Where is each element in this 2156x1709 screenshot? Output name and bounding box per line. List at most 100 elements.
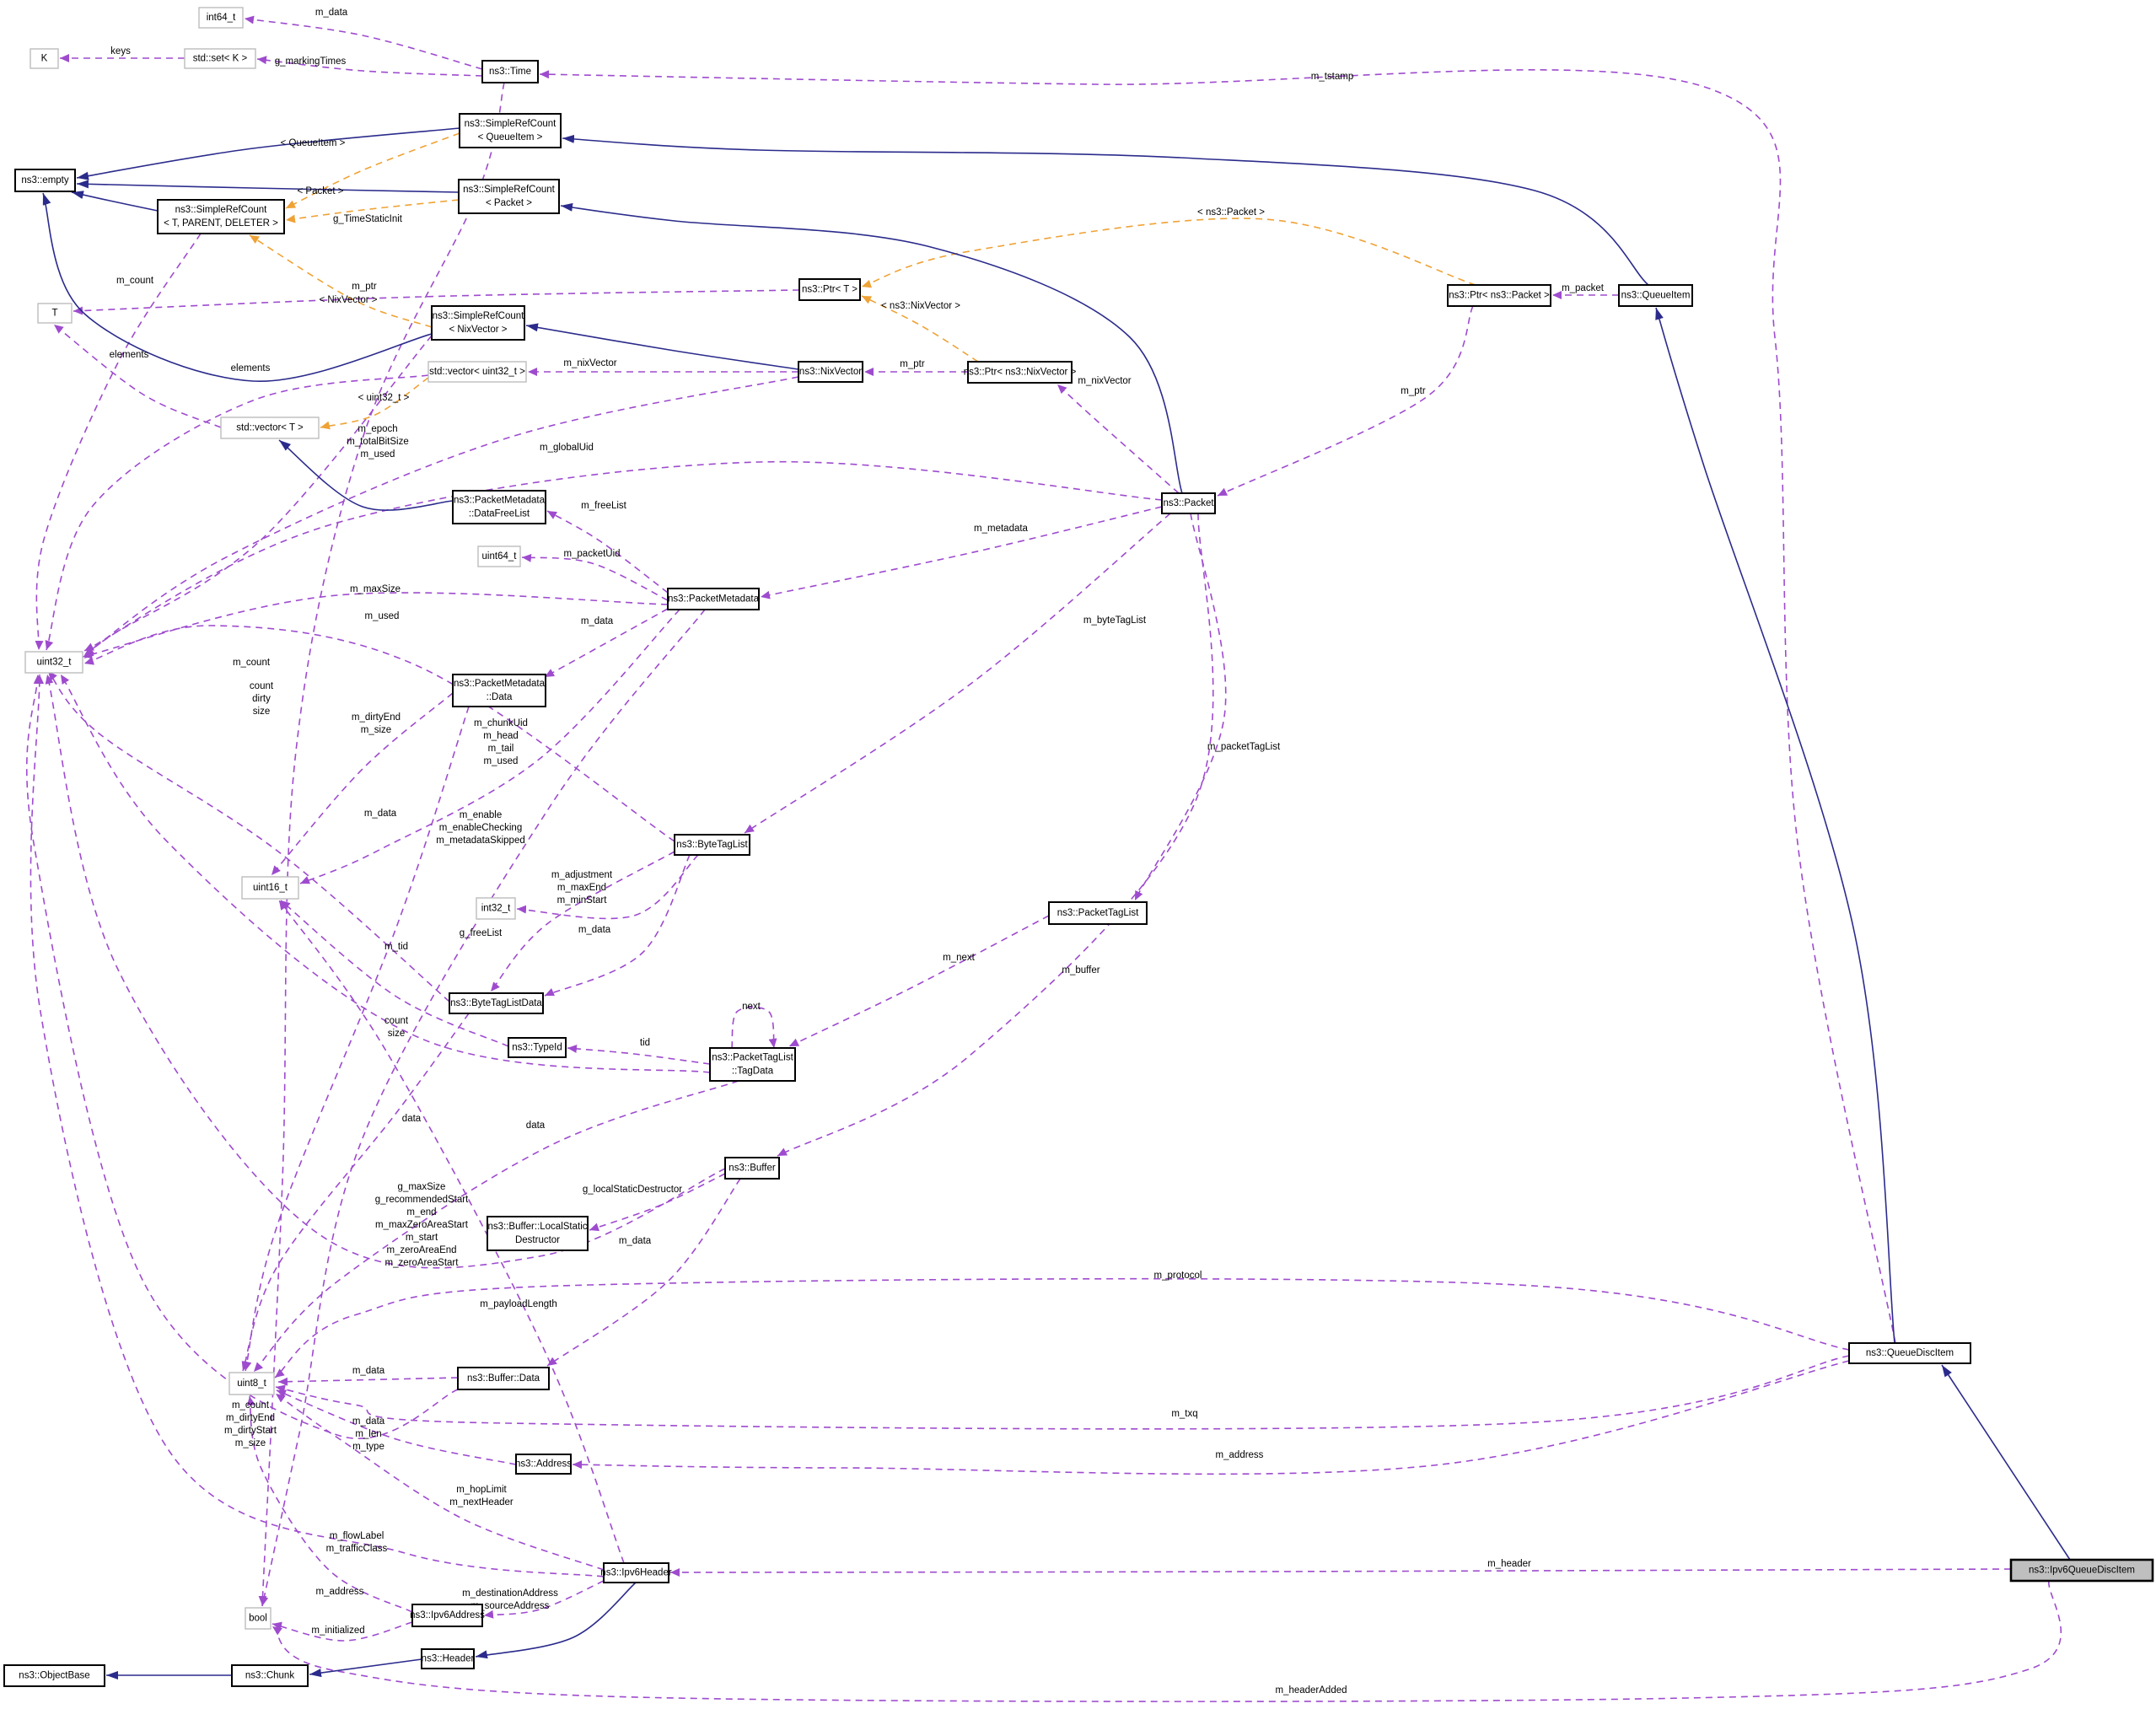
node-label-ptr_packet: ns3::Ptr< ns3::Packet > [1449, 291, 1550, 301]
edge-label-m_data: m_data [581, 616, 614, 626]
node-empty[interactable]: ns3::empty [14, 169, 76, 192]
edge-label-m_data: m_data [578, 925, 611, 935]
node-label-address: ns3::Address [515, 1459, 572, 1470]
node-ipv6queuediscitem[interactable]: ns3::Ipv6QueueDiscItem [2009, 1558, 2154, 1583]
node-packetmetadata[interactable]: ns3::PacketMetadata [667, 588, 760, 610]
node-src_nixvector[interactable]: ns3::SimpleRefCount< NixVector > [431, 305, 525, 341]
node-queuediscitem[interactable]: ns3::QueueDiscItem [1848, 1342, 1971, 1364]
edge-member-packetmetadata-pm_data [544, 608, 669, 678]
node-ptr_nixvector[interactable]: ns3::Ptr< ns3::NixVector > [964, 361, 1077, 384]
node-uint8_t[interactable]: uint8_t [229, 1372, 275, 1395]
node-address[interactable]: ns3::Address [515, 1454, 572, 1475]
node-box-src_packet [458, 179, 560, 214]
node-box-chunk [231, 1664, 309, 1687]
edge-member-pm_data-uint8_t [243, 706, 470, 1372]
node-buffer_data[interactable]: ns3::Buffer::Data [457, 1367, 550, 1390]
edge-label-m_payloadLength: m_payloadLength [480, 1299, 556, 1309]
node-box-src_tpd [157, 199, 285, 234]
node-nixvector[interactable]: ns3::NixVector [798, 361, 863, 383]
node-box-buffer [724, 1157, 780, 1180]
edge-member-ptr_t-t [73, 289, 800, 315]
node-time[interactable]: ns3::Time [481, 60, 539, 83]
node-box-src_queueitem [459, 113, 562, 148]
node-label-vec_t: std::vector< T > [236, 423, 304, 433]
node-uint64_t[interactable]: uint64_t [477, 545, 521, 567]
edge-member-buffer_data-uint8_t [277, 1377, 459, 1386]
node-src_queueitem[interactable]: ns3::SimpleRefCount< QueueItem > [459, 113, 562, 148]
node-chunk[interactable]: ns3::Chunk [231, 1664, 309, 1687]
node-label-nixvector: ns3::NixVector [799, 367, 862, 377]
node-ptr_packet[interactable]: ns3::Ptr< ns3::Packet > [1447, 284, 1551, 307]
node-label-vec_uint32: std::vector< uint32_t > [429, 367, 525, 377]
node-label-bool: bool [249, 1614, 267, 1624]
node-box-datafreelist [452, 490, 546, 524]
node-src_tpd[interactable]: ns3::SimpleRefCount< T, PARENT, DELETER … [157, 199, 285, 234]
node-box-packet [1161, 492, 1216, 514]
node-vec_t[interactable]: std::vector< T > [220, 417, 320, 439]
node-packet[interactable]: ns3::Packet [1161, 492, 1216, 514]
node-k[interactable]: K [30, 48, 59, 69]
node-uint32_t[interactable]: uint32_t [24, 651, 83, 674]
edge-member-ipv6header-uint8_t [275, 1393, 605, 1571]
node-objectbase[interactable]: ns3::ObjectBase [3, 1664, 105, 1687]
node-header[interactable]: ns3::Header [421, 1648, 475, 1669]
node-ptr_t[interactable]: ns3::Ptr< T > [798, 278, 861, 301]
node-label-empty: ns3::empty [21, 175, 68, 185]
node-packettaglist[interactable]: ns3::PacketTagList [1048, 901, 1148, 925]
edge-label-m_tid: m_tid [384, 942, 408, 952]
node-t[interactable]: T [37, 303, 73, 324]
node-bool[interactable]: bool [245, 1607, 272, 1630]
node-pm_data[interactable]: ns3::PacketMetadata::Data [452, 674, 546, 707]
edge-inherit-packet-src_packet [560, 202, 1183, 494]
edge-label-m_address: m_address [1216, 1450, 1264, 1460]
node-int32_t[interactable]: int32_t [476, 897, 516, 920]
node-ipv6header[interactable]: ns3::Ipv6Header [600, 1562, 672, 1583]
edge-inherit-ipv6header-header [475, 1582, 637, 1659]
node-label-time: ns3::Time [489, 67, 531, 77]
node-label-buffer_data: ns3::Buffer::Data [467, 1373, 540, 1384]
edge-label-m_headerAdded: m_headerAdded [1275, 1685, 1347, 1696]
edge-member-packet-uint32_t [83, 460, 1163, 652]
node-ipv6address[interactable]: ns3::Ipv6Address [410, 1604, 485, 1627]
node-vec_uint32[interactable]: std::vector< uint32_t > [427, 361, 527, 383]
node-buffer[interactable]: ns3::Buffer [724, 1157, 780, 1180]
node-bytetaglistdata[interactable]: ns3::ByteTagListData [449, 992, 544, 1014]
node-label-header: ns3::Header [422, 1654, 475, 1664]
node-box-ipv6header [603, 1562, 669, 1583]
edge-label-m_ptr: m_ptr [352, 282, 377, 292]
node-label-k: K [41, 54, 48, 64]
edge-label-< QueueItem >: < QueueItem > [281, 138, 346, 148]
node-label-uint32_t: uint32_t [37, 658, 73, 668]
node-box-uint64_t [477, 545, 521, 567]
node-uint16_t[interactable]: uint16_t [241, 876, 299, 900]
edge-member-packetmetadata-bool [260, 609, 706, 1607]
edge-label-g_localStaticDestructor: g_localStaticDestructor [583, 1185, 682, 1195]
node-bytetaglist[interactable]: ns3::ByteTagList [674, 834, 750, 856]
node-typeid[interactable]: ns3::TypeId [508, 1037, 567, 1058]
node-tagdata[interactable]: ns3::PacketTagList::TagData [709, 1047, 796, 1082]
node-queueitem[interactable]: ns3::QueueItem [1618, 284, 1693, 307]
node-box-ipv6queuediscitem [2009, 1558, 2154, 1583]
edge-label-m_data: m_data [352, 1366, 385, 1376]
edge-member-ipv6queuediscitem-ipv6header [669, 1567, 2012, 1577]
node-label-typeid: ns3::TypeId [512, 1043, 562, 1053]
edge-label-m_used: m_used [365, 611, 400, 621]
edge-label-keys: keys [110, 46, 131, 56]
node-box-vec_t [220, 417, 320, 439]
edge-inherit-src_packet-empty [76, 180, 460, 193]
edge-label-g_TimeStaticInit: g_TimeStaticInit [333, 214, 403, 224]
edge-label-data: data [526, 1121, 546, 1131]
node-src_packet[interactable]: ns3::SimpleRefCount< Packet > [458, 179, 560, 214]
edge-member-packetmetadata-datafreelist [546, 510, 669, 594]
edge-member-bytetaglist-uint32_t [83, 625, 675, 842]
node-box-objectbase [3, 1664, 105, 1687]
node-int64_t[interactable]: int64_t [198, 7, 244, 29]
node-datafreelist[interactable]: ns3::PacketMetadata::DataFreeList [452, 490, 546, 524]
node-std_set_k[interactable]: std::set< K > [184, 48, 256, 69]
edge-label-g_freeList: g_freeList [460, 928, 503, 938]
edge-member-packet-packetmetadata [760, 506, 1163, 599]
